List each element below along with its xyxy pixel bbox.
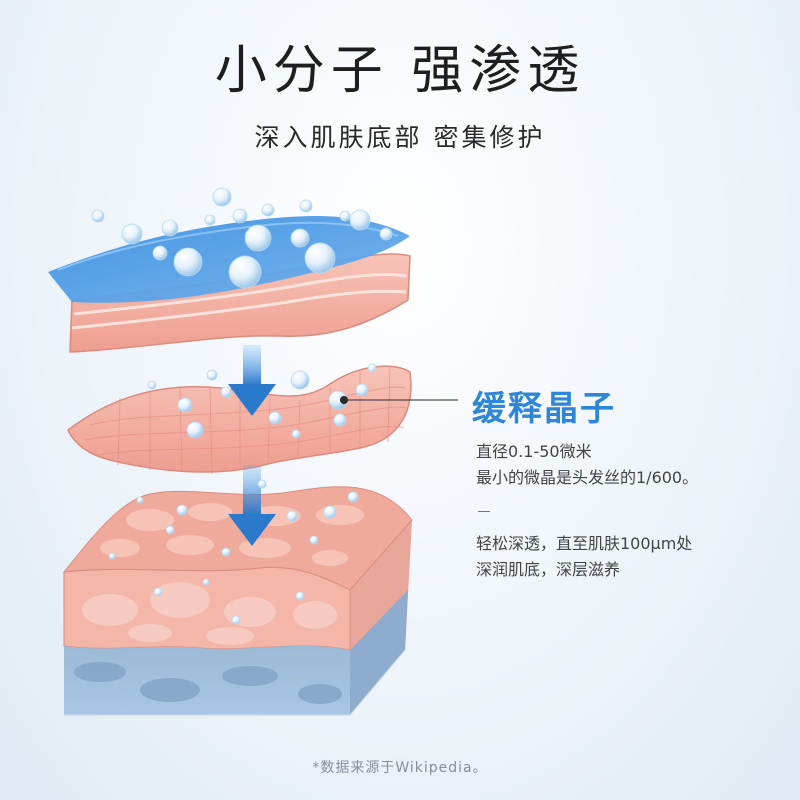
penetration-info: 轻松深透，直至肌肤100μm处 深润肌底，深层滋养 bbox=[476, 531, 692, 583]
page-subtitle: 深入肌肤底部 密集修护 bbox=[254, 123, 546, 152]
page-title: 小分子 强渗透 bbox=[214, 41, 586, 101]
source-footnote: *数据来源于Wikipedia。 bbox=[312, 760, 488, 776]
middle-layer bbox=[67, 365, 412, 475]
water-bubbles bbox=[91, 187, 393, 625]
divider-dash bbox=[478, 511, 490, 512]
penetration-info-line: 轻松深透，直至肌肤100μm处 bbox=[476, 534, 693, 553]
size-info-line: 直径0.1-50微米 bbox=[476, 442, 592, 461]
size-info: 直径0.1-50微米 最小的微晶是头发丝的1/600。 bbox=[476, 439, 698, 491]
down-arrow-icon bbox=[228, 345, 276, 546]
callout-pointer bbox=[340, 396, 458, 404]
penetration-info-line: 深润肌底，深层滋养 bbox=[476, 560, 621, 579]
top-layer bbox=[48, 215, 411, 353]
size-info-line: 最小的微晶是头发丝的1/600。 bbox=[476, 468, 699, 487]
callout-title: 缓释晶子 bbox=[472, 389, 616, 429]
bottom-block bbox=[62, 486, 413, 716]
